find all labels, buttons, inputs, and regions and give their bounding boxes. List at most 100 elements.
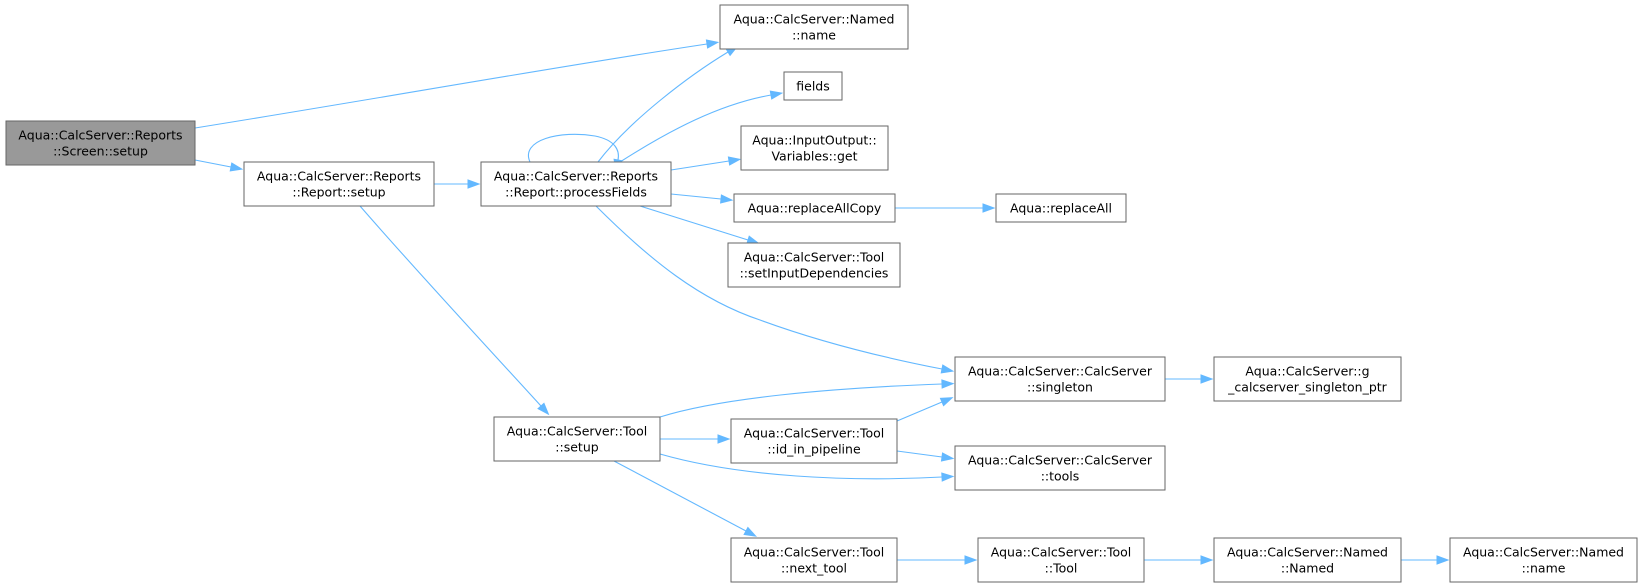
arrowhead — [964, 555, 978, 565]
node-label-line: ::Named — [1281, 561, 1334, 576]
node-label-line: Aqua::CalcServer::Tool — [744, 545, 884, 560]
node-report-setup[interactable]: Aqua::CalcServer::Reports::Report::setup — [243, 161, 435, 207]
node-label-line: fields — [796, 79, 829, 94]
node-tool-ctor[interactable]: Aqua::CalcServer::Tool::Tool — [977, 537, 1145, 583]
node-label-line: ::tools — [1041, 469, 1080, 484]
arrowhead — [982, 203, 996, 213]
nodes-layer: Aqua::CalcServer::Reports::Screen::setup… — [5, 4, 1638, 583]
node-box — [783, 71, 843, 101]
node-box — [954, 445, 1166, 491]
arrowhead — [717, 434, 731, 444]
node-label-line: ::Tool — [1045, 561, 1078, 576]
edge-screen-setup-to-report-setup — [194, 159, 244, 172]
edge-line — [896, 401, 943, 422]
node-label-line: ::Report::processFields — [505, 185, 647, 200]
edge-tool-setup-to-id-in-pipeline — [660, 434, 731, 444]
node-named-name-bottom[interactable]: Aqua::CalcServer::Named::name — [1449, 537, 1638, 583]
edge-tool-setup-to-tools — [659, 453, 955, 482]
node-label-line: Aqua::replaceAllCopy — [748, 201, 882, 216]
edge-screen-setup-to-named-name-top — [194, 39, 720, 129]
edge-line — [639, 205, 749, 241]
arrowhead — [720, 194, 734, 204]
node-box — [740, 125, 889, 171]
node-named-ctor[interactable]: Aqua::CalcServer::Named::Named — [1213, 537, 1402, 583]
arrowhead — [939, 397, 954, 407]
arrowhead — [769, 90, 784, 100]
node-label-line: Aqua::CalcServer::CalcServer — [968, 364, 1153, 379]
node-singleton[interactable]: Aqua::CalcServer::CalcServer::singleton — [954, 356, 1166, 402]
edge-line — [619, 94, 772, 163]
node-box — [730, 418, 898, 464]
edge-process-fields-to-set-input-deps — [639, 205, 760, 245]
arrowhead — [743, 526, 758, 537]
edge-process-fields-to-singleton — [595, 205, 955, 374]
node-label-line: Aqua::CalcServer::Tool — [991, 545, 1131, 560]
node-screen-setup[interactable]: Aqua::CalcServer::Reports::Screen::setup — [5, 120, 196, 166]
edge-process-fields-to-named-name-top — [597, 45, 739, 163]
node-named-name-top[interactable]: Aqua::CalcServer::Named::name — [719, 4, 909, 50]
node-label-line: _calcserver_singleton_ptr — [1227, 380, 1388, 395]
arrowhead — [467, 179, 481, 189]
edge-next-tool-to-tool-ctor — [897, 555, 978, 565]
edge-line — [359, 205, 542, 407]
node-box — [733, 193, 896, 223]
arrowhead — [940, 452, 955, 462]
node-set-input-deps[interactable]: Aqua::CalcServer::Tool::setInputDependen… — [727, 242, 901, 288]
node-singleton-ptr[interactable]: Aqua::CalcServer::g_calcserver_singleton… — [1213, 356, 1402, 402]
edge-line — [659, 383, 943, 418]
arrowhead — [727, 156, 742, 166]
node-tools[interactable]: Aqua::CalcServer::CalcServer::tools — [954, 445, 1166, 491]
node-box — [480, 161, 672, 207]
arrowhead — [537, 402, 550, 416]
node-box — [954, 356, 1166, 402]
node-variables-get[interactable]: Aqua::InputOutput::Variables::get — [740, 125, 889, 171]
node-label-line: Aqua::replaceAll — [1010, 201, 1112, 216]
arrowhead — [229, 162, 244, 172]
node-label-line: Variables::get — [771, 149, 857, 164]
edge-report-setup-to-tool-setup — [359, 205, 550, 416]
arrowhead — [1200, 555, 1214, 565]
node-label-line: Aqua::CalcServer::Tool — [744, 426, 884, 441]
node-next-tool[interactable]: Aqua::CalcServer::Tool::next_tool — [730, 537, 898, 583]
edge-id-in-pipeline-to-singleton — [896, 397, 954, 422]
node-box — [727, 242, 901, 288]
node-label-line: Aqua::CalcServer::Named — [1227, 545, 1388, 560]
node-label-line: ::setInputDependencies — [740, 266, 889, 281]
node-box — [1213, 537, 1402, 583]
node-label-line: Aqua::CalcServer::CalcServer — [968, 453, 1153, 468]
node-label-line: Aqua::CalcServer::Named — [1463, 545, 1624, 560]
node-replace-all-copy[interactable]: Aqua::replaceAllCopy — [733, 193, 896, 223]
node-label-line: Aqua::CalcServer::Reports — [257, 169, 421, 184]
edge-line — [527, 133, 619, 163]
edge-line — [194, 43, 708, 129]
node-label-line: ::next_tool — [781, 561, 847, 576]
edge-tool-setup-to-next-tool — [613, 460, 758, 537]
arrowhead — [1200, 374, 1214, 384]
node-label-line: Aqua::CalcServer::Reports — [18, 128, 182, 143]
node-label-line: ::singleton — [1027, 380, 1093, 395]
arrowhead — [940, 364, 955, 374]
node-label-line: ::name — [792, 28, 836, 43]
edge-line — [613, 460, 747, 532]
edge-line — [659, 453, 943, 480]
edge-process-fields-to-replace-all-copy — [670, 193, 734, 204]
edge-line — [595, 205, 943, 370]
node-box — [243, 161, 435, 207]
edge-line — [670, 160, 730, 171]
node-label-line: ::setup — [555, 440, 598, 455]
node-label-line: ::Screen::setup — [53, 144, 148, 159]
node-box — [1213, 356, 1402, 402]
node-box — [977, 537, 1145, 583]
node-id-in-pipeline[interactable]: Aqua::CalcServer::Tool::id_in_pipeline — [730, 418, 898, 464]
node-label-line: Aqua::CalcServer::Tool — [507, 424, 647, 439]
arrowhead — [1436, 555, 1450, 565]
node-process-fields[interactable]: Aqua::CalcServer::Reports::Report::proce… — [480, 161, 672, 207]
node-replace-all[interactable]: Aqua::replaceAll — [995, 193, 1127, 223]
edge-line — [896, 450, 943, 458]
edge-id-in-pipeline-to-tools — [896, 450, 955, 462]
node-tool-setup[interactable]: Aqua::CalcServer::Tool::setup — [493, 416, 661, 462]
node-label-line: ::Report::setup — [292, 185, 385, 200]
node-fields[interactable]: fields — [783, 71, 843, 101]
edges-layer — [194, 39, 1450, 565]
